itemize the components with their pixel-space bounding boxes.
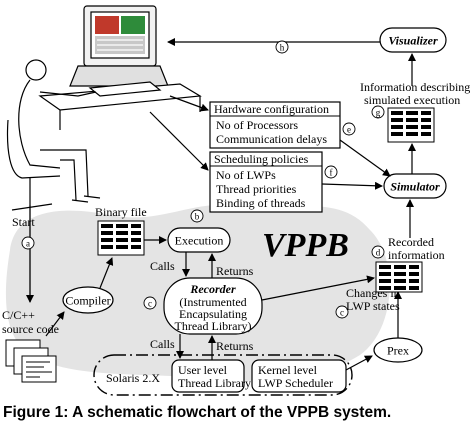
compiler-to-binary-arrow [99,257,114,289]
calls-label-upper: Calls [150,259,175,273]
kernel-level-node: Kernel level LWP Scheduler [251,359,347,393]
recorder-line3: Thread Library) [175,319,252,333]
execution-node: Execution [167,227,231,253]
kernel-to-prex-arrow [345,355,373,371]
source-to-compiler-arrow [45,311,65,337]
scheduling-policies-title: Scheduling policies [214,152,309,166]
calls-label-lower: Calls [150,337,175,351]
returns-label-lower: Returns [216,339,254,353]
workstation-illustration [6,5,202,211]
solaris-label: Solaris 2.X [106,371,160,385]
svg-text:a: a [26,239,30,249]
returns-label-upper: Returns [216,264,254,278]
kernel-level-line2: LWP Scheduler [258,376,333,390]
start-label: Start [12,215,35,229]
hardware-config-title: Hardware configuration [214,102,329,116]
scheduling-to-simulator-arrow [321,181,383,190]
hardware-config-box: Hardware configuration No of Processors … [209,101,341,149]
recorder-line1: (Instrumented [179,295,246,309]
source-code-label-line1: C/C++ [2,308,35,322]
simulator-node: Simulator [383,173,447,199]
user-level-line2: Thread Library [178,376,251,390]
recorder-to-recorded-arrow [261,275,375,301]
hardware-to-simulator-arrow [339,139,391,177]
kernel-level-line1: Kernel level [258,363,318,377]
prex-label: Prex [387,344,409,358]
svg-text:c: c [148,299,152,309]
execution-label: Execution [175,234,224,248]
user-level-node: User level Thread Library [171,359,251,393]
step-marker-e: e [342,122,356,136]
recorder-node: Recorder (Instrumented Encapsulating Thr… [163,277,263,335]
scheduling-item-priorities: Thread priorities [216,182,297,196]
svg-text:e: e [347,125,351,135]
recorded-label-line1: Recorded [388,235,434,249]
hardware-item-delays: Communication delays [216,132,327,146]
simulated-execution-icon [387,107,435,143]
user-level-line1: User level [178,363,228,377]
step-marker-a: a [21,236,35,250]
step-marker-h: h [275,40,289,54]
svg-text:c: c [340,308,344,318]
recorder-line2: Encapsulating [179,307,247,321]
step-marker-b: b [190,209,204,223]
recorded-information-icon [375,261,423,293]
recorder-title: Recorder [189,282,236,296]
svg-text:g: g [376,108,381,118]
step-marker-g: g [371,105,385,119]
scheduling-policies-box: Scheduling policies No of LWPs Thread pr… [209,151,323,213]
svg-text:d: d [376,248,381,258]
person-head [25,59,47,81]
visualizer-node: Visualizer [379,27,447,53]
recorded-label-line2: information [388,248,445,262]
svg-text:b: b [195,212,200,222]
step-marker-f: f [324,165,338,179]
compiler-node: Compiler [62,286,114,314]
figure-caption: Figure 1: A schematic flowchart of the V… [3,404,391,421]
step-marker-c-recorder: c [143,296,157,310]
visualizer-label: Visualizer [388,34,438,48]
source-code-label-line2: source code [2,322,59,336]
binary-file-label: Binary file [95,205,147,219]
simulator-label: Simulator [390,180,440,194]
info-label-line1: Information describing [360,80,470,94]
scheduling-item-binding: Binding of threads [216,196,306,210]
solaris-region [93,354,353,396]
svg-text:f: f [330,168,333,178]
scheduling-item-lwps: No of LWPs [216,168,276,182]
changes-label-line2: LWP states [346,299,400,313]
info-label-line2: simulated execution [364,93,460,107]
source-code-pages-icon [5,339,57,383]
user-to-hardware-arrow [169,95,209,112]
compiler-label: Compiler [65,294,110,308]
vppb-title: VPPB [262,227,349,264]
step-marker-c-prex: c [335,305,349,319]
step-marker-d: d [371,245,385,259]
binary-file-icon [97,220,145,256]
svg-text:h: h [280,43,285,53]
prex-node: Prex [373,337,423,363]
user-to-scheduling-arrow [149,111,209,171]
hardware-item-processors: No of Processors [216,118,298,132]
